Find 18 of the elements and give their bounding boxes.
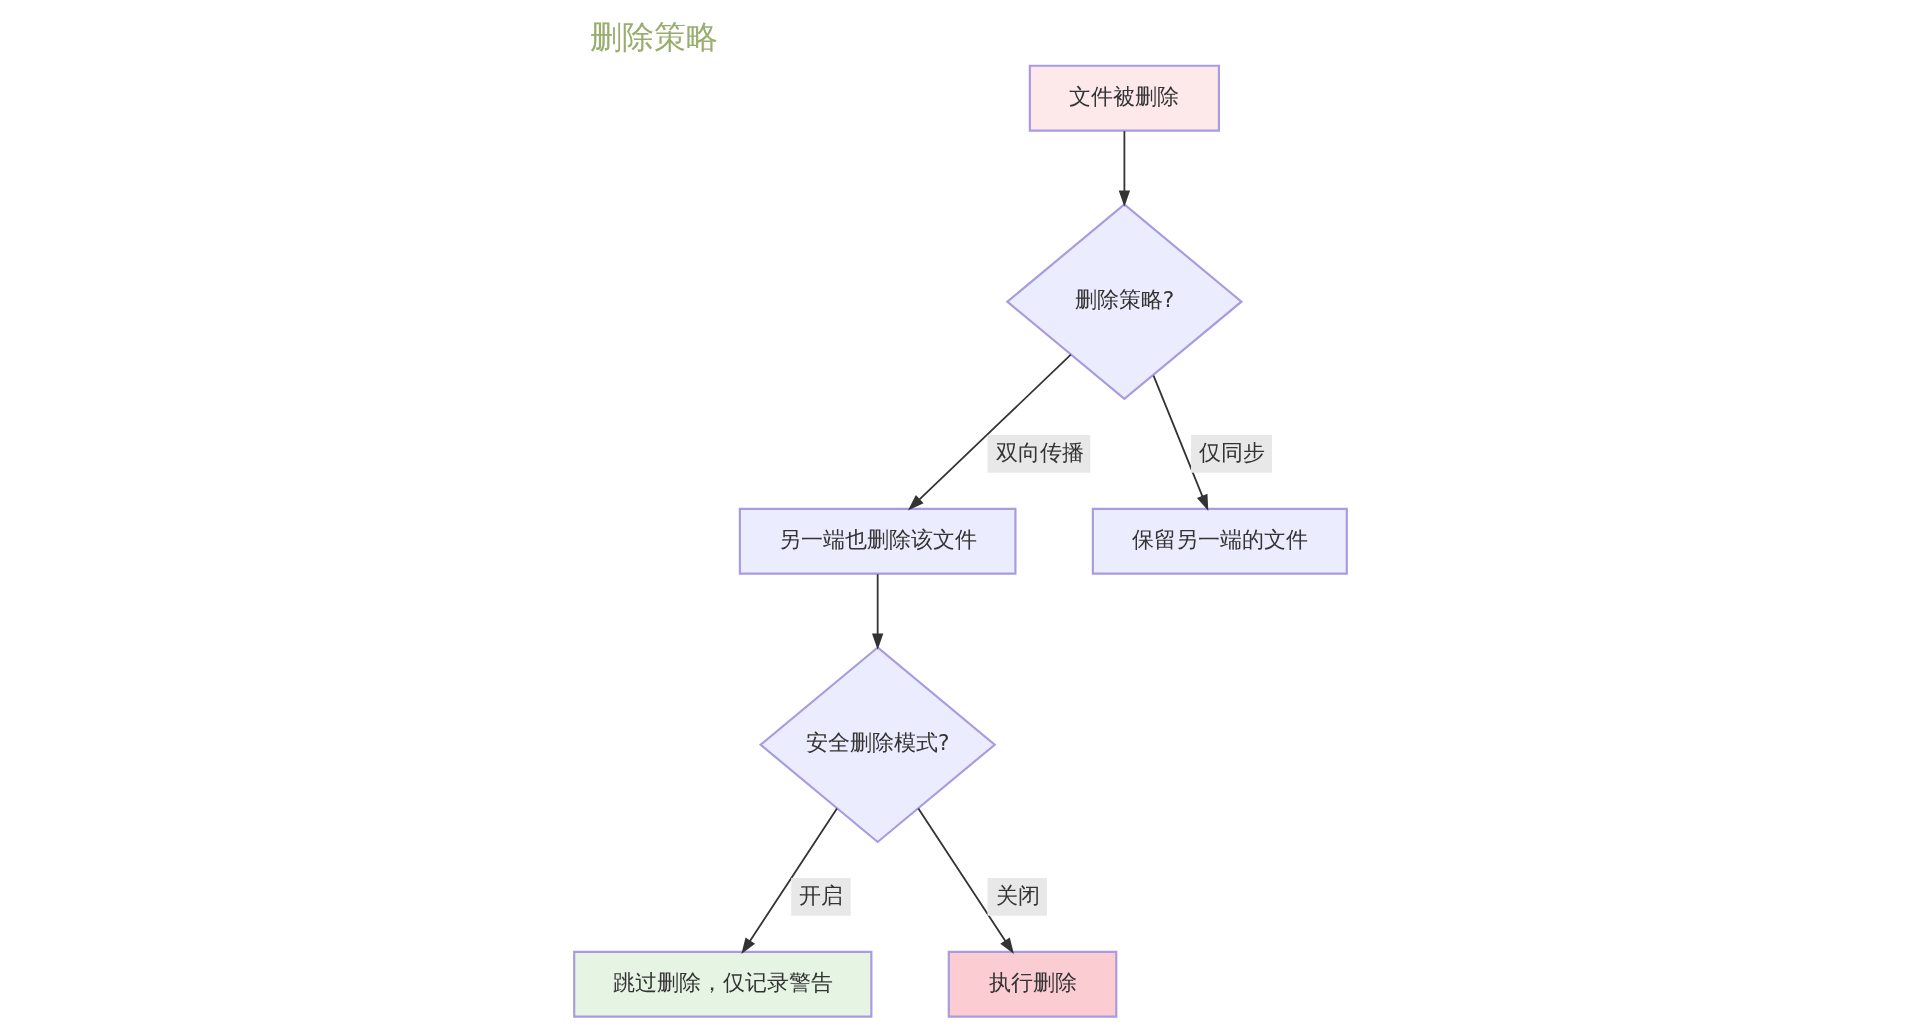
- arrow: [907, 353, 1072, 511]
- node-box: 保留另一端的文件: [1091, 507, 1348, 575]
- arrow: [1118, 130, 1130, 207]
- node-box: 另一端也删除该文件: [738, 507, 1016, 575]
- node-box: 执行删除: [947, 950, 1117, 1018]
- edge-label: 开启: [798, 883, 843, 909]
- node-box: 跳过删除，仅记录警告: [572, 950, 872, 1018]
- arrow: [871, 573, 883, 650]
- arrow: [740, 807, 838, 955]
- node-box: 文件被删除: [1028, 64, 1220, 132]
- node-diamond: 删除策略?: [1005, 203, 1243, 401]
- diagram-title: 删除策略: [589, 18, 718, 57]
- edge-label: 关闭: [995, 883, 1040, 909]
- arrow: [916, 807, 1014, 955]
- node-diamond: 安全删除模式?: [758, 646, 996, 844]
- edge-label: 双向传播: [995, 440, 1084, 466]
- arrow: [1152, 374, 1208, 511]
- edge-label: 仅同步: [1198, 440, 1265, 466]
